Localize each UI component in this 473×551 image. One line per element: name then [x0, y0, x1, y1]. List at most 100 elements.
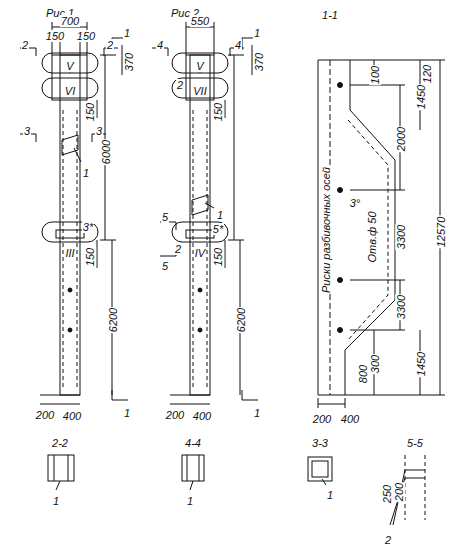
label-holder: 2	[176, 76, 184, 92]
drawing-label: VII	[192, 85, 207, 97]
label-holder: 3*	[82, 218, 94, 234]
label-holder: 120	[418, 64, 434, 84]
label-holder: 4	[156, 36, 164, 52]
drawing-label: 2	[176, 79, 184, 91]
drawing-label: 3	[95, 125, 103, 137]
label-holder: 1-1	[321, 6, 339, 22]
label-holder: 150	[81, 247, 97, 267]
label-holder: 1	[186, 492, 194, 508]
label-holder: 1	[253, 404, 261, 420]
label-holder: 150	[209, 102, 225, 122]
drawing-label: 2000	[395, 126, 407, 152]
drawing-label: 200	[165, 409, 185, 421]
label-holder: 400	[62, 407, 82, 423]
drawing-label: 200	[393, 482, 405, 502]
drawing-label: 5	[161, 211, 169, 223]
label-holder: 370	[250, 52, 266, 72]
drawing-label: 1	[326, 489, 334, 501]
drawing-label: Отв.ф 50	[365, 211, 377, 264]
label-holder: 3-3	[311, 434, 329, 450]
label-holder: 370	[120, 52, 136, 72]
label-holder: 250	[378, 484, 394, 504]
drawing-label: 3*	[82, 221, 94, 233]
drawing-label: 1	[123, 407, 131, 419]
label-holder: 1450	[412, 84, 428, 110]
drawing-label: 3-3	[311, 437, 329, 449]
drawing-label: 5-5	[406, 437, 424, 449]
drawing-label: 200	[35, 409, 55, 421]
drawing-label: 3	[23, 125, 31, 137]
drawing-label: 400	[62, 410, 82, 422]
drawing-label: 12570	[435, 216, 447, 249]
drawing-label: VI	[64, 85, 76, 97]
label-holder: 1	[52, 492, 60, 508]
label-holder: 5-5	[406, 434, 424, 450]
label-holder: V	[195, 57, 204, 73]
label-holder: 2	[21, 36, 29, 52]
drawing-label: 200	[312, 413, 332, 425]
drawing-label: 5	[161, 260, 169, 272]
label-holder: 5	[161, 257, 169, 273]
label-holder: VI	[64, 82, 76, 98]
drawing-label: 1	[216, 209, 224, 221]
drawing-label: 150	[212, 102, 224, 122]
label-holder: 150	[76, 27, 96, 43]
drawing-label: 2	[174, 243, 182, 255]
label-holder: VII	[192, 82, 207, 98]
drawing-label: 400	[340, 413, 360, 425]
drawing-label: 1-1	[321, 9, 339, 21]
label-holder: 4	[234, 36, 242, 52]
label-holder: III	[64, 244, 75, 260]
label-holder: 400	[192, 407, 212, 423]
drawing-label: 800	[357, 364, 369, 384]
drawing-label: 1	[82, 167, 90, 179]
drawing-label: 3300	[395, 224, 407, 250]
label-holder: 6200	[232, 307, 248, 333]
drawing-label: 4	[234, 39, 242, 51]
label-holder: 200	[312, 410, 332, 426]
label-holder: 6000	[97, 139, 113, 165]
drawing-label: 3300	[395, 294, 407, 320]
drawing-label: 1450	[415, 84, 427, 110]
drawing-label: 4	[156, 39, 164, 51]
drawing-label: IV	[194, 247, 206, 259]
drawing-label: 5*	[212, 223, 224, 235]
label-holder: 1	[216, 206, 224, 222]
label-holder: 2	[384, 531, 392, 547]
drawing-label: V	[195, 60, 204, 72]
label-holder: 5	[161, 208, 169, 224]
label-holder: 800	[354, 364, 370, 384]
label-holder: 3	[95, 122, 103, 138]
drawing-label: V	[65, 60, 74, 72]
label-holder: 3300	[392, 224, 408, 250]
label-holder: 6200	[104, 307, 120, 333]
label-holder: 1	[123, 24, 131, 40]
label-holder: 1	[326, 486, 334, 502]
label-holder: 200	[35, 406, 55, 422]
drawing-label: 1	[123, 27, 131, 39]
label-holder: 400	[340, 410, 360, 426]
label-holder: 2	[174, 240, 182, 256]
label-holder: 150	[45, 27, 65, 43]
label-holder: 200	[390, 482, 406, 502]
drawing-label: 370	[123, 52, 135, 72]
drawing-label: 120	[421, 64, 433, 84]
label-holder: 3°	[349, 194, 362, 210]
drawing-label: 150	[45, 30, 65, 42]
label-holder: 12570	[432, 216, 448, 249]
label-holder: 150	[209, 247, 225, 267]
label-holder: 3300	[392, 294, 408, 320]
drawing-label: 3°	[349, 197, 362, 209]
label-holder: 200	[165, 406, 185, 422]
drawing-label: 150	[212, 247, 224, 267]
label-holder: 5*	[212, 220, 224, 236]
drawing-label: 1	[253, 407, 261, 419]
drawing-label: 700	[60, 15, 80, 27]
drawing-label: 1450	[415, 351, 427, 377]
drawing-label: 6000	[100, 139, 112, 165]
label-holder: Отв.ф 50	[362, 211, 378, 264]
label-holder: V	[65, 57, 74, 73]
drawing-label: 2	[106, 39, 114, 51]
drawing-label: III	[64, 247, 75, 259]
